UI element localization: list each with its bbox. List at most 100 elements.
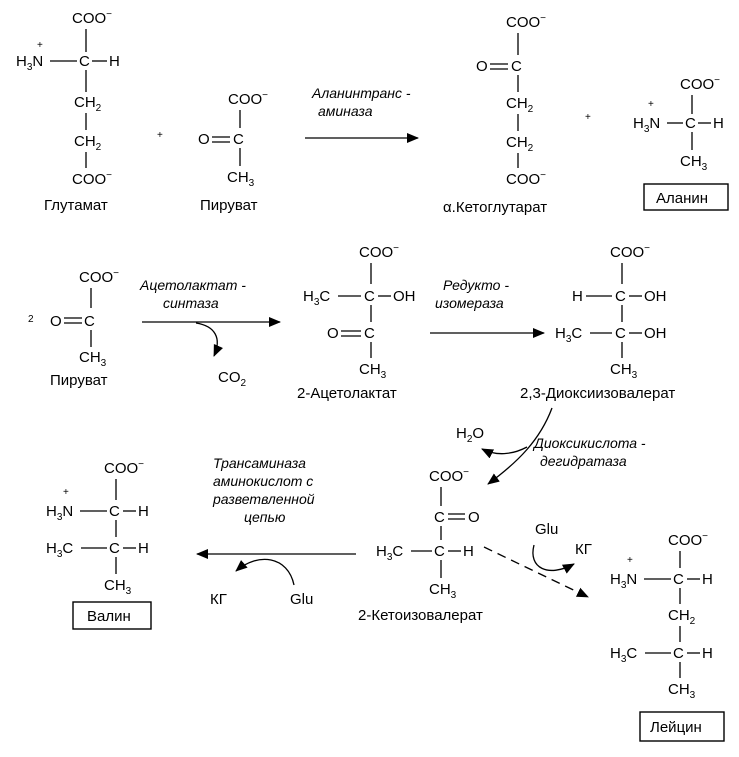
glu-kg-arrow-leucine [532, 544, 575, 574]
enzyme-alanine-transaminase: Аланинтранс - аминаза [311, 85, 414, 119]
svg-text:C: C [109, 503, 120, 520]
co2-release-arrow [195, 322, 224, 357]
svg-text:C: C [364, 325, 375, 342]
svg-text:COO−: COO− [359, 243, 399, 261]
valine-box [72, 601, 152, 630]
svg-text:C: C [79, 53, 90, 70]
alanine-box [643, 183, 729, 211]
svg-text:C: C [615, 288, 626, 305]
svg-text:COO−: COO− [680, 75, 720, 93]
svg-text:CH3: CH3 [359, 361, 387, 381]
glu-label-leucine: Glu [535, 521, 558, 538]
svg-text:COO−: COO− [506, 170, 546, 188]
svg-text:CH2: CH2 [74, 133, 102, 153]
svg-text:C: C [615, 325, 626, 342]
svg-text:COO−: COO− [610, 243, 650, 261]
svg-text:O: O [198, 131, 210, 148]
dihydroxyisovalerate-label: 2,3-Диоксиизовалерат [520, 385, 675, 402]
svg-text:C: C [364, 288, 375, 305]
svg-text:C: C [673, 571, 684, 588]
svg-text:+: + [648, 99, 654, 110]
pyruvate-label-1: Пируват [200, 197, 258, 214]
plus-sign-1: + [157, 130, 163, 141]
svg-text:CH3: CH3 [227, 169, 255, 189]
svg-text:CH3: CH3 [79, 349, 107, 369]
svg-text:O: O [50, 313, 62, 330]
enzyme-bcaa-transaminase: Трансаминаза аминокислот с разветвленной… [212, 455, 318, 525]
enzyme-dehydratase: Диоксикислота - дегидратаза [532, 435, 649, 469]
svg-text:H3C: H3C [376, 543, 403, 563]
svg-text:OH: OH [644, 288, 667, 305]
acetolactate-structure: COO− H3C C OH O C CH3 [303, 243, 416, 381]
water-release-arrow [481, 446, 528, 459]
svg-text:C: C [109, 540, 120, 557]
svg-text:CH3: CH3 [668, 681, 696, 701]
dihydroxyisovalerate-structure: COO− H C OH H3C C OH CH3 [555, 243, 667, 381]
svg-text:C: C [434, 543, 445, 560]
svg-text:CH2: CH2 [506, 134, 534, 154]
enzyme-acetolactate-synthase: Ацетолактат - синтаза [139, 277, 250, 311]
pyruvate-label-2: Пируват [50, 372, 108, 389]
svg-text:CH2: CH2 [668, 607, 696, 627]
svg-text:H: H [138, 540, 149, 557]
svg-text:H3C: H3C [303, 288, 330, 308]
ketoglutarate-label: α.Кетоглутарат [443, 199, 547, 216]
glutamate-label: Глутамат [44, 197, 108, 214]
reaction-arrow-leucine-dashed [483, 546, 589, 598]
kg-label-valine: КГ [210, 591, 227, 608]
kg-label-leucine: КГ [575, 541, 592, 558]
svg-text:+: + [37, 40, 43, 51]
plus-sign-2: + [585, 112, 591, 123]
pyruvate-structure-1: COO− O C CH3 [198, 90, 268, 189]
svg-text:CH3: CH3 [429, 581, 457, 601]
ketoisovalerate-label: 2-Кетоизовалерат [358, 607, 483, 624]
svg-text:COO−: COO− [79, 268, 119, 286]
svg-text:C: C [511, 58, 522, 75]
svg-text:H: H [713, 115, 724, 132]
svg-text:COO−: COO− [72, 9, 112, 27]
svg-text:H: H [702, 571, 713, 588]
co2-label: CO2 [218, 369, 247, 389]
acetolactate-label: 2-Ацетолактат [297, 385, 397, 402]
svg-text:C: C [685, 115, 696, 132]
svg-text:COO−: COO− [72, 170, 112, 188]
svg-text:COO−: COO− [506, 13, 546, 31]
leucine-box [639, 711, 725, 742]
leucine-label: Лейцин [650, 719, 702, 736]
alanine-label: Аланин [656, 190, 708, 207]
valine-label: Валин [87, 608, 131, 625]
svg-text:H3C: H3C [555, 325, 582, 345]
svg-text:H: H [572, 288, 583, 305]
svg-text:COO−: COO− [668, 531, 708, 549]
svg-text:H3N: H3N [633, 115, 660, 135]
coefficient-2: 2 [28, 314, 34, 325]
svg-text:OH: OH [644, 325, 667, 342]
alanine-structure: COO− + H3N C H CH3 [633, 75, 724, 173]
svg-text:OH: OH [393, 288, 416, 305]
dehydratase-arrow [487, 407, 553, 485]
svg-text:+: + [627, 555, 633, 566]
glutamate-structure: COO− + H3N C H CH2 CH2 COO− [16, 9, 120, 188]
svg-text:CH3: CH3 [104, 577, 132, 597]
svg-text:C: C [673, 645, 684, 662]
pyruvate-structure-2: COO− O C CH3 [50, 268, 119, 369]
svg-text:H: H [109, 53, 120, 70]
svg-text:H: H [138, 503, 149, 520]
svg-text:O: O [476, 58, 488, 75]
ketoglutarate-structure: COO− O C CH2 CH2 COO− [476, 13, 546, 188]
valine-structure: COO− + H3N C H H3C C H CH3 [46, 459, 149, 597]
svg-text:CH2: CH2 [506, 95, 534, 115]
svg-text:H: H [463, 543, 474, 560]
ketoisovalerate-structure: COO− C O H3C C H CH3 [376, 467, 480, 601]
svg-text:H3N: H3N [610, 571, 637, 591]
glu-kg-arrow-valine [235, 558, 295, 586]
svg-text:COO−: COO− [228, 90, 268, 108]
svg-text:H3N: H3N [46, 503, 73, 523]
svg-text:C: C [434, 509, 445, 526]
svg-text:CH3: CH3 [680, 153, 708, 173]
svg-text:O: O [468, 509, 480, 526]
svg-text:COO−: COO− [104, 459, 144, 477]
svg-text:COO−: COO− [429, 467, 469, 485]
glu-label-valine: Glu [290, 591, 313, 608]
